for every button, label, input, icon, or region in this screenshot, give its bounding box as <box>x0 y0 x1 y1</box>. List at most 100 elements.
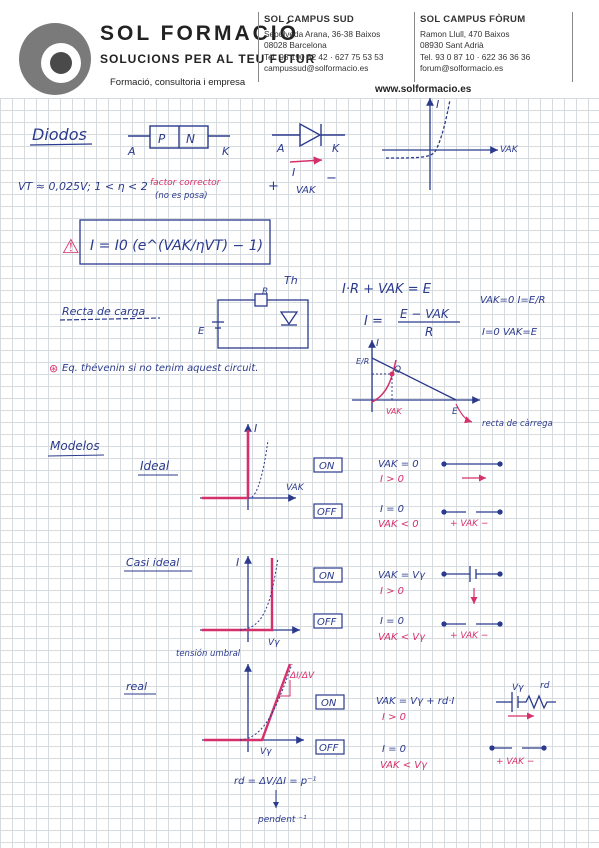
real-on-box <box>315 694 345 710</box>
load-graph-q-label: Q <box>394 365 401 375</box>
casi-ideal-off-box <box>313 613 343 629</box>
campus-forum-line: forum@solformacio.es <box>420 63 504 73</box>
casi-ideal-iv-graph <box>200 556 300 642</box>
model-casi-ideal-name: Casi ideal <box>126 556 179 569</box>
real-off-cond2: VAK < Vγ <box>380 760 428 771</box>
real-on-cond2: I > 0 <box>382 712 406 723</box>
symbol-k-label: K <box>332 142 340 155</box>
ideal-vak-label: VAK <box>286 483 305 493</box>
symbol-a-label: A <box>276 142 285 155</box>
load-circuit-diagram <box>212 293 309 349</box>
ideal-on-equivalent <box>441 461 503 467</box>
cathode-label: K <box>222 145 230 158</box>
svg-text:⚠: ⚠ <box>62 234 80 258</box>
thevenin-note: Eq. thévenin si no tenim aquest circuit. <box>62 362 258 374</box>
factor-note-2: (no es posa) <box>155 191 208 201</box>
ideal-off-cond: I = 0 <box>380 504 404 515</box>
circuit-e-label: E <box>198 326 205 337</box>
real-slope-label: ΔI/ΔV <box>289 671 315 681</box>
real-off-box <box>315 739 345 755</box>
real-on-equivalent <box>496 692 556 712</box>
kvl-equation: I·R + VAK = E <box>342 282 432 297</box>
casi-ideal-vg-label: Vγ <box>268 638 280 648</box>
casi-ideal-off-equivalent <box>441 621 503 627</box>
casi-ideal-on-label: ON <box>319 571 335 582</box>
current-equation-den: R <box>425 325 433 339</box>
casi-ideal-i-label: I <box>236 556 239 569</box>
campus-forum-line: 08930 Sant Adrià <box>420 40 484 50</box>
load-line-graph <box>352 340 480 424</box>
divider <box>572 12 573 82</box>
anode-label: A <box>127 145 136 158</box>
campus-sud-block: SOL CAMPUS SUD Sepúlveda Arana, 36-38 Ba… <box>264 14 383 75</box>
casi-ideal-on-cond: VAK = Vγ <box>378 570 426 581</box>
circuit-th-label: Th <box>284 274 298 287</box>
real-on-label: ON <box>321 698 337 709</box>
campus-forum-line: Ramon Llull, 470 Baixos <box>420 28 510 39</box>
load-line-note: recta de càrrega <box>482 419 553 429</box>
real-iv-graph <box>202 663 304 752</box>
real-off-cond: I = 0 <box>382 744 406 755</box>
svg-text:−: − <box>326 171 337 186</box>
model-real-name: real <box>126 680 147 693</box>
campus-forum-line: Tel. 93 0 87 10 · 622 36 36 36 <box>420 51 531 62</box>
model-ideal-name: Ideal <box>140 459 170 473</box>
section-title-diodos: Diodos <box>32 125 87 144</box>
symbol-i-label: I <box>292 166 295 179</box>
pn-junction-diagram <box>128 125 230 149</box>
svg-text:⊛: ⊛ <box>49 362 58 375</box>
campus-sud-line: Tel. 93 190 82 42 · 627 75 53 53 <box>264 51 384 62</box>
casi-ideal-off-cond: I = 0 <box>380 616 404 627</box>
brand-tagline: SOLUCIONS PER AL TEU FUTUR <box>100 52 316 66</box>
current-equation-lhs: I = <box>364 314 383 329</box>
divider <box>258 12 259 82</box>
real-off-equivalent <box>489 745 547 751</box>
factor-note: factor corrector <box>150 178 222 188</box>
real-rd-equation: rd = ΔV/ΔI = p⁻¹ <box>234 776 316 787</box>
casi-ideal-off-symbol: + VAK − <box>450 631 488 641</box>
campus-sud-title: SOL CAMPUS SUD <box>264 14 355 25</box>
modelos-title: Modelos <box>50 439 100 453</box>
symbol-vak-label: VAK <box>296 185 317 196</box>
grid-paper <box>0 98 599 848</box>
divider <box>414 12 415 82</box>
campus-sud-line: 08028 Barcelona <box>264 40 327 50</box>
casi-ideal-off-label: OFF <box>317 617 337 628</box>
real-off-label: OFF <box>319 743 339 754</box>
circuit-r-label: R <box>262 287 268 297</box>
cut-point-1: VAK=0 I=E/R <box>480 295 545 306</box>
campus-forum-block: SOL CAMPUS FÒRUM Ramon Llull, 470 Baixos… <box>420 14 530 75</box>
p-label: P <box>158 132 166 146</box>
ideal-off-cond2: VAK < 0 <box>378 519 419 530</box>
real-off-symbol: + VAK − <box>496 757 534 767</box>
diode-symbol-icon <box>272 122 345 148</box>
tension-umbral-note: tensión umbral <box>176 648 241 659</box>
ideal-on-box <box>313 457 343 473</box>
iv-curve-graph <box>382 98 498 190</box>
real-rd-label: rd <box>540 681 550 691</box>
ideal-off-box <box>313 503 343 519</box>
brand-name: SOL FORMACIÓ <box>100 22 299 45</box>
casi-ideal-on-box <box>313 567 343 583</box>
svg-text:+: + <box>268 179 279 194</box>
real-vg-label: Vγ <box>260 747 272 757</box>
recta-carga-title: Recta de carga <box>62 305 146 318</box>
campus-sud-line: campussud@solformacio.es <box>264 63 369 73</box>
casi-ideal-off-cond2: VAK < Vγ <box>378 632 426 643</box>
ideal-i-label: I <box>254 422 257 435</box>
website-link[interactable]: www.solformacio.es <box>375 84 472 95</box>
campus-sud-line: Sepúlveda Arana, 36-38 Baixos <box>264 28 381 39</box>
graph1-vak-label: VAK <box>500 145 519 155</box>
vt-expression: VT ≈ 0,025V; 1 < η < 2 <box>18 180 148 193</box>
letterhead: SOL FORMACIÓ SOLUCIONS PER AL TEU FUTUR … <box>0 0 599 98</box>
ideal-on-cond2: I > 0 <box>380 474 404 485</box>
diode-equation: I = I0 (e^(VAK/ηVT) − 1) <box>90 238 263 254</box>
load-graph-e-label: E <box>452 407 458 417</box>
graph1-i-label: I <box>436 98 439 111</box>
current-equation-num: E − VAK <box>400 307 450 321</box>
load-graph-i-label: I <box>376 338 379 349</box>
campus-forum-title: SOL CAMPUS FÒRUM <box>420 14 526 25</box>
ideal-iv-graph <box>200 424 296 510</box>
